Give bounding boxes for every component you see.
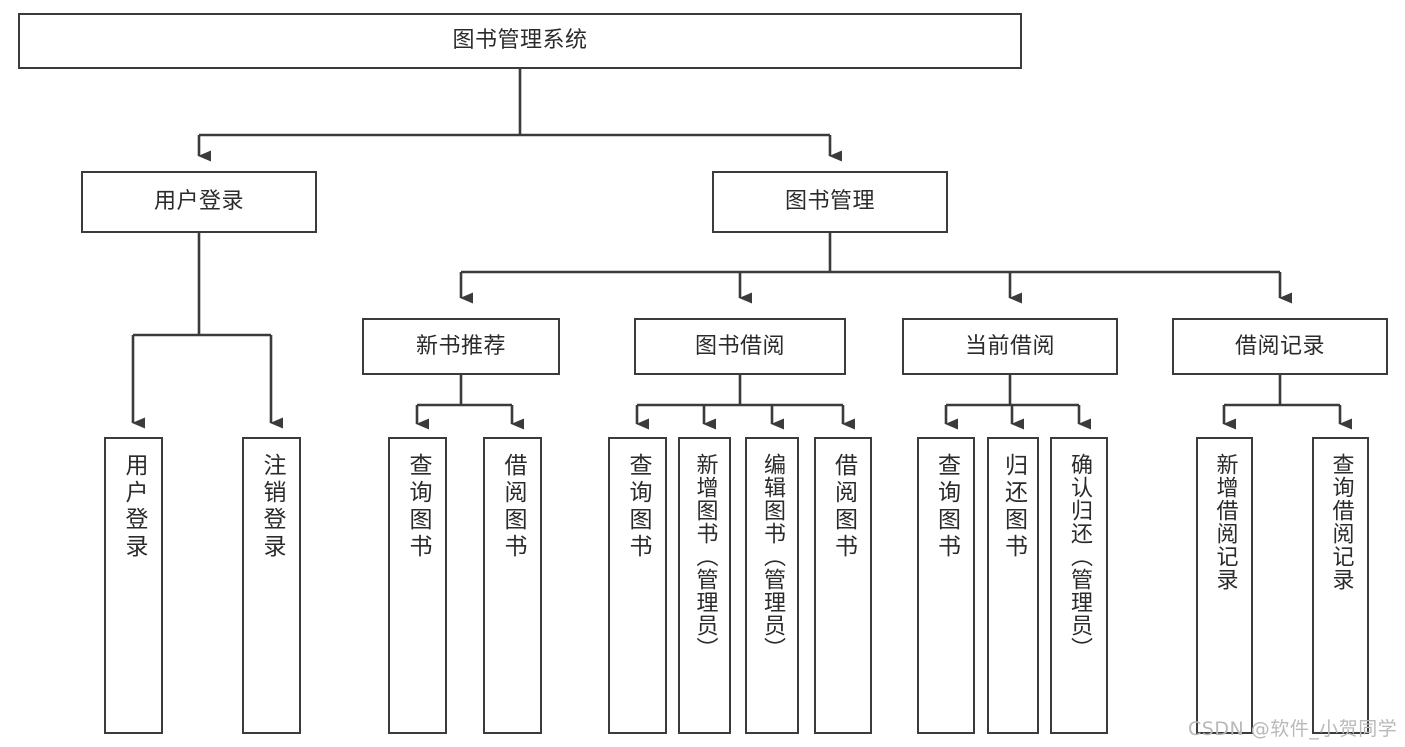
node-label: 编辑图书（管理员）	[760, 453, 785, 660]
leaf-recommend-borrow-book[interactable]: 借阅图书	[483, 437, 542, 734]
node-label: 借阅图书	[500, 453, 526, 561]
leaf-current-query-book[interactable]: 查询图书	[917, 437, 975, 734]
node-label: 确认归还（管理员）	[1067, 453, 1092, 660]
node-label: 查询图书	[933, 453, 960, 561]
leaf-current-confirm-return-admin[interactable]: 确认归还（管理员）	[1050, 437, 1108, 734]
node-root-system[interactable]: 图书管理系统	[18, 13, 1022, 69]
node-book-borrow[interactable]: 图书借阅	[634, 318, 846, 375]
leaf-user-login[interactable]: 用户登录	[104, 437, 163, 734]
node-label: 查询图书	[405, 453, 431, 561]
node-borrow-record[interactable]: 借阅记录	[1172, 318, 1388, 375]
leaf-user-logout[interactable]: 注销登录	[242, 437, 301, 734]
node-label: 查询借阅记录	[1328, 453, 1354, 591]
node-label: 归还图书	[1000, 453, 1027, 561]
node-label: 图书管理	[784, 189, 875, 215]
node-label: 注销登录	[259, 453, 285, 561]
leaf-current-return-book[interactable]: 归还图书	[987, 437, 1039, 734]
leaf-record-query-borrow-record[interactable]: 查询借阅记录	[1312, 437, 1369, 734]
leaf-recommend-query-book[interactable]: 查询图书	[388, 437, 447, 734]
node-user-login[interactable]: 用户登录	[81, 171, 317, 233]
leaf-record-add-borrow-record[interactable]: 新增借阅记录	[1196, 437, 1253, 734]
node-label: 借阅图书	[830, 453, 857, 561]
leaf-borrow-edit-book-admin[interactable]: 编辑图书（管理员）	[745, 437, 799, 734]
node-label: 新增借阅记录	[1212, 453, 1238, 591]
node-label: 当前借阅	[964, 333, 1055, 359]
node-label: 图书管理系统	[452, 28, 588, 54]
leaf-borrow-add-book-admin[interactable]: 新增图书（管理员）	[678, 437, 731, 734]
node-label: 图书借阅	[694, 333, 785, 359]
node-label: 借阅记录	[1234, 333, 1325, 359]
node-label: 用户登录	[121, 453, 147, 561]
node-current-borrow[interactable]: 当前借阅	[902, 318, 1118, 375]
node-book-management[interactable]: 图书管理	[712, 171, 948, 233]
node-label: 用户登录	[153, 189, 244, 215]
node-label: 新增图书（管理员）	[692, 453, 718, 660]
csdn-watermark: CSDN @软件_小贺同学	[1188, 718, 1398, 740]
node-label: 查询图书	[625, 453, 651, 561]
node-new-book-recommend[interactable]: 新书推荐	[362, 318, 560, 375]
leaf-borrow-borrow-book[interactable]: 借阅图书	[814, 437, 872, 734]
leaf-borrow-query-book[interactable]: 查询图书	[608, 437, 667, 734]
node-label: 新书推荐	[415, 333, 506, 359]
